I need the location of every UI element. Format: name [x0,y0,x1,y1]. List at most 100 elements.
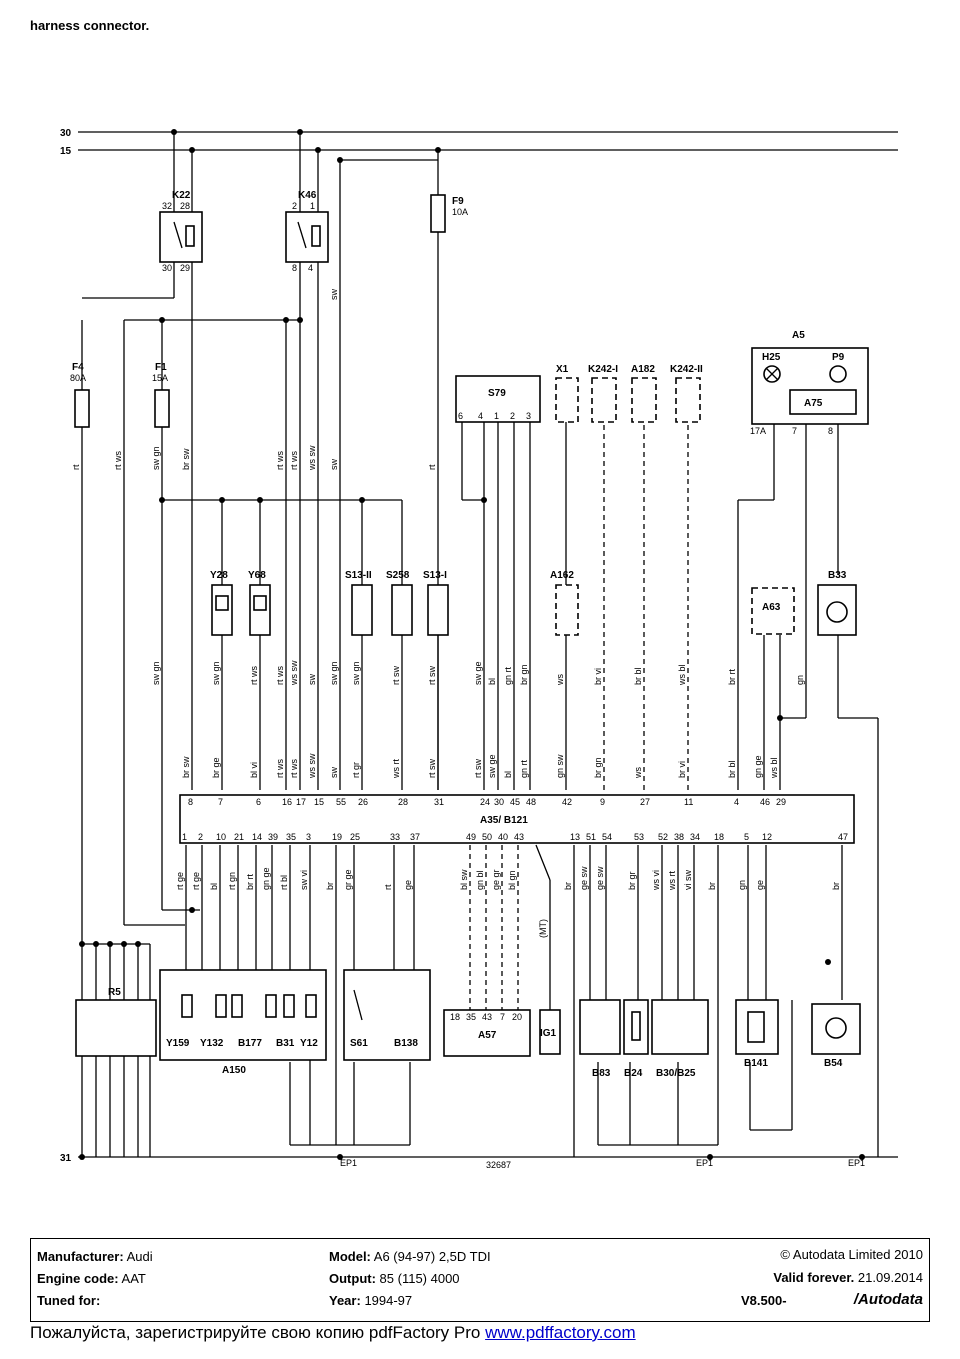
relay-k46: K46 2 1 8 4 [285,190,329,273]
pdffactory-link[interactable]: www.pdffactory.com [485,1323,636,1342]
ecu-top-pin: 46 [760,797,770,807]
engine-label: Engine code: [37,1271,119,1286]
a5-pin: 8 [828,426,833,436]
y28-valve: Y28 [210,570,233,636]
wire-color-label: br ge [211,757,221,778]
junctions [79,129,865,1160]
ecu-bottom-pin: 5 [744,832,749,842]
manufacturer-value: Audi [126,1249,153,1264]
k242-i-label: K242-I [588,364,618,375]
ecu-top-pin: 28 [398,797,408,807]
diagram-number: 32687 [486,1160,511,1170]
wire-color-label: ws rt [667,871,677,891]
ecu-bottom-pin: 12 [762,832,772,842]
x1-label: X1 [556,364,569,375]
wire-color-label: sw [329,289,339,301]
ecu-bottom-pin: 10 [216,832,226,842]
wire-color-label: rt [427,464,437,470]
relay-k22-label: K22 [172,190,191,201]
ecu-bottom-pin: 14 [252,832,262,842]
wire-color-label: bl [209,883,219,890]
ground-ep1-label: EP1 [848,1158,865,1168]
wire-color-label: br bl [727,760,737,778]
wire-color-label: gn [737,880,747,890]
ecu-top-pin: 9 [600,797,605,807]
y132-label: Y132 [200,1038,224,1049]
ecu-top-pin: 16 [282,797,292,807]
r5-label: R5 [108,987,121,998]
wire-color-label: rt ws [289,451,299,470]
wire-color-label: ws sw [307,753,317,779]
wire-color-label: bl gn [507,870,517,890]
s258-switch: S258 [386,570,413,636]
engine-value: AAT [121,1271,146,1286]
a57-pin: 43 [482,1012,492,1022]
ground-ep1-label: EP1 [340,1158,357,1168]
ecu-bottom-pin: 18 [714,832,724,842]
wire-color-label: sw gn [151,661,161,685]
wire-color-label: gn rt [503,666,513,685]
a5-label: A5 [792,330,805,341]
sensor-icon [826,601,848,623]
wire-color-label: rt ws [249,666,259,685]
manufacturer-label: Manufacturer: [37,1249,124,1264]
fuse-f9-label: F9 [452,196,464,207]
s79-block: S79 6 4 1 2 3 [455,375,541,423]
b141-label: B141 [744,1058,768,1069]
wire-color-label: rt [71,464,81,470]
wire-color-label: rt ws [289,759,299,778]
ecu-top-pin: 7 [218,797,223,807]
a57-label: A57 [478,1030,497,1041]
relay-k46-label: K46 [298,190,317,201]
b31-label: B31 [276,1038,295,1049]
relay-k46-pin: 4 [308,263,313,273]
wire-color-label: gn ge [261,867,271,890]
p9-label: P9 [832,352,845,363]
footer: Пожалуйста, зарегистрируйте свою копию p… [30,1323,636,1343]
ecu-top-pin: 4 [734,797,739,807]
relay-k46-pin: 2 [292,201,297,211]
wire-color-label: br gn [519,664,529,685]
wire-color-label: br sw [181,448,191,470]
relay-k22-pin: 29 [180,263,190,273]
s13-ii-switch: S13-II [345,570,373,636]
ecu-bottom-pin: 50 [482,832,492,842]
ecu-bottom-pin: 40 [498,832,508,842]
wire-color-label: gn ge [753,755,763,778]
a57-pin: 18 [450,1012,460,1022]
k242-i-block: K242-I [588,364,618,423]
wire-color-label: sw vi [299,870,309,890]
b54-label: B54 [824,1058,843,1069]
a5-pin: 17A [750,426,766,436]
y28-label: Y28 [210,570,228,581]
wire-color-label: ge gr [491,869,501,890]
wire-color-label: rt ge [175,872,185,890]
ecu-bottom-pin: 47 [838,832,848,842]
wire-color-label: rt gr [351,762,361,778]
wire-color-label: br [325,882,335,890]
s79-label: S79 [488,388,506,399]
wire-color-label: sw gn [151,446,161,470]
wire-color-label: sw gn [329,661,339,685]
wire-color-label: vi sw [683,870,693,891]
rail-30-label: 30 [60,128,72,139]
fuse-f9-rating: 10A [452,207,468,217]
wire-color-label: ws [633,767,643,779]
s61-label: S61 [350,1038,368,1049]
a57-block: A57 18 35 43 7 20 [443,1009,531,1057]
wire-color-label: rt ge [191,872,201,890]
wire-color-label: rt sw [427,666,437,685]
ecu-label: A35/ B121 [480,815,528,826]
ecu-bottom-pin: 43 [514,832,524,842]
ecu-top-pin: 17 [296,797,306,807]
wire-color-label: ws rt [391,759,401,779]
wire-color-label: rt gn [227,872,237,890]
tuned-label: Tuned for: [37,1293,101,1308]
wire-color-label: ws vi [651,870,661,891]
ecu-bottom-pin: 49 [466,832,476,842]
fuse-f9: F9 10A [430,194,468,233]
wire-color-label: gn [795,675,805,685]
model-value: A6 (94-97) 2,5D TDI [373,1249,491,1264]
a75-label: A75 [804,398,823,409]
